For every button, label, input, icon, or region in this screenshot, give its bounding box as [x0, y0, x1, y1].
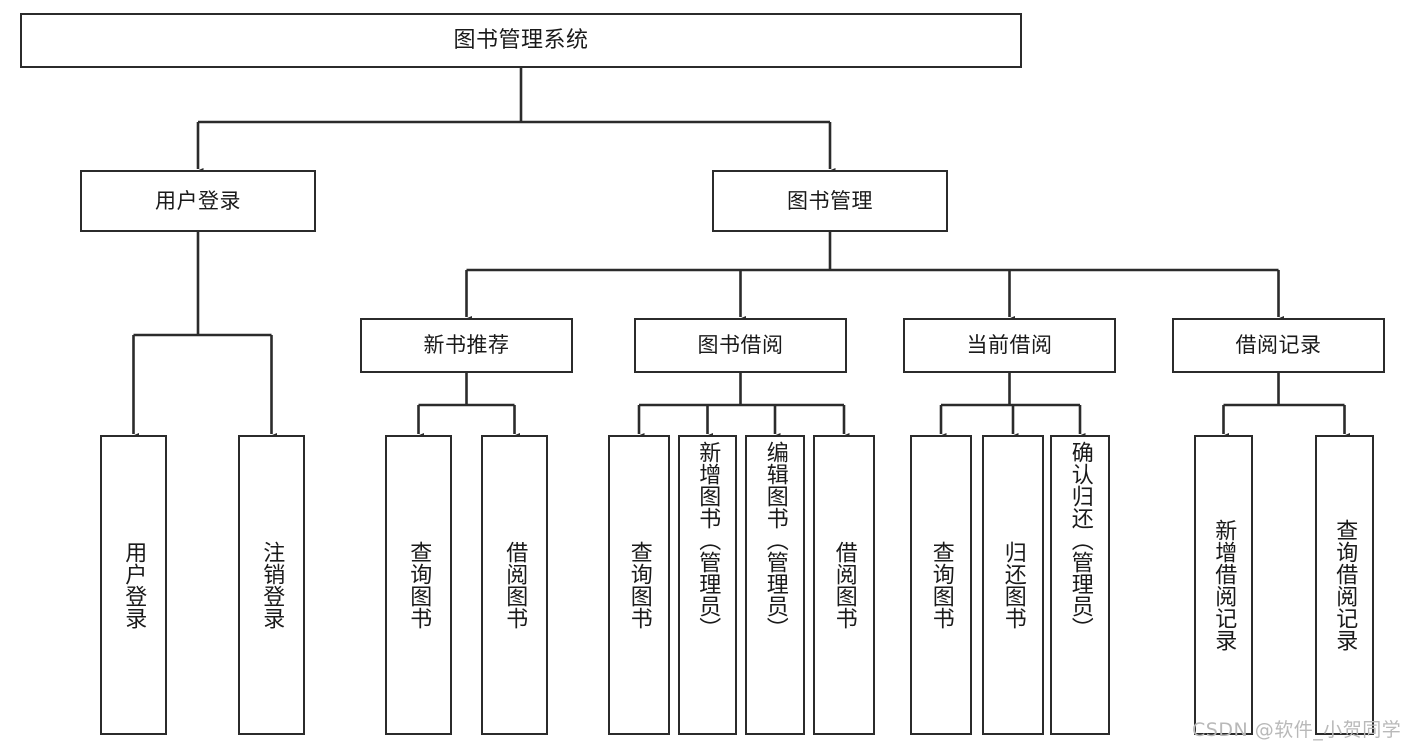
node-label: 图书借阅 [697, 333, 784, 358]
node-book-manage[interactable]: 图书管理 [712, 170, 948, 232]
node-label: 图书管理 [787, 188, 873, 213]
node-label: 借阅记录 [1235, 333, 1322, 358]
node-label: 新增借阅记录 [1211, 519, 1237, 651]
node-leaf-add-record[interactable]: 新增借阅记录 [1194, 435, 1253, 735]
node-label: 新增图书（管理员） [695, 441, 721, 639]
node-label: 确认归还（管理员） [1067, 441, 1093, 639]
node-label: 新书推荐 [423, 333, 510, 358]
node-leaf-add-book[interactable]: 新增图书（管理员） [678, 435, 737, 735]
node-new-book-rec[interactable]: 新书推荐 [360, 318, 573, 373]
node-label: 查询图书 [928, 541, 954, 629]
node-book-borrow[interactable]: 图书借阅 [634, 318, 847, 373]
node-leaf-borrow-book-1[interactable]: 借阅图书 [481, 435, 548, 735]
node-leaf-confirm-return[interactable]: 确认归还（管理员） [1050, 435, 1110, 735]
node-label: 借阅图书 [502, 541, 528, 629]
node-label: 查询借阅记录 [1332, 519, 1358, 651]
node-current-borrow[interactable]: 当前借阅 [903, 318, 1116, 373]
node-label: 查询图书 [626, 541, 652, 629]
node-label: 注销登录 [259, 541, 285, 629]
node-leaf-return-book[interactable]: 归还图书 [982, 435, 1044, 735]
node-label: 借阅图书 [831, 541, 857, 629]
node-label: 当前借阅 [966, 333, 1053, 358]
node-borrow-record[interactable]: 借阅记录 [1172, 318, 1385, 373]
node-label: 用户登录 [121, 541, 147, 629]
node-leaf-edit-book[interactable]: 编辑图书（管理员） [745, 435, 805, 735]
tree-edges [128, 68, 1350, 442]
node-leaf-query-book-3[interactable]: 查询图书 [910, 435, 972, 735]
csdn-watermark: CSDN @软件_小贺同学 [1192, 719, 1402, 741]
node-root[interactable]: 图书管理系统 [20, 13, 1022, 68]
node-label: 归还图书 [1000, 541, 1026, 629]
node-label: 图书管理系统 [453, 27, 589, 53]
node-leaf-query-record[interactable]: 查询借阅记录 [1315, 435, 1374, 735]
node-leaf-user-logout[interactable]: 注销登录 [238, 435, 305, 735]
node-label: 查询图书 [406, 541, 432, 629]
node-label: 用户登录 [155, 188, 241, 213]
node-label: 编辑图书（管理员） [762, 441, 788, 639]
node-leaf-user-login[interactable]: 用户登录 [100, 435, 167, 735]
node-leaf-query-book-2[interactable]: 查询图书 [608, 435, 670, 735]
node-user-login[interactable]: 用户登录 [80, 170, 316, 232]
node-leaf-borrow-book-2[interactable]: 借阅图书 [813, 435, 875, 735]
node-leaf-query-book-1[interactable]: 查询图书 [385, 435, 452, 735]
